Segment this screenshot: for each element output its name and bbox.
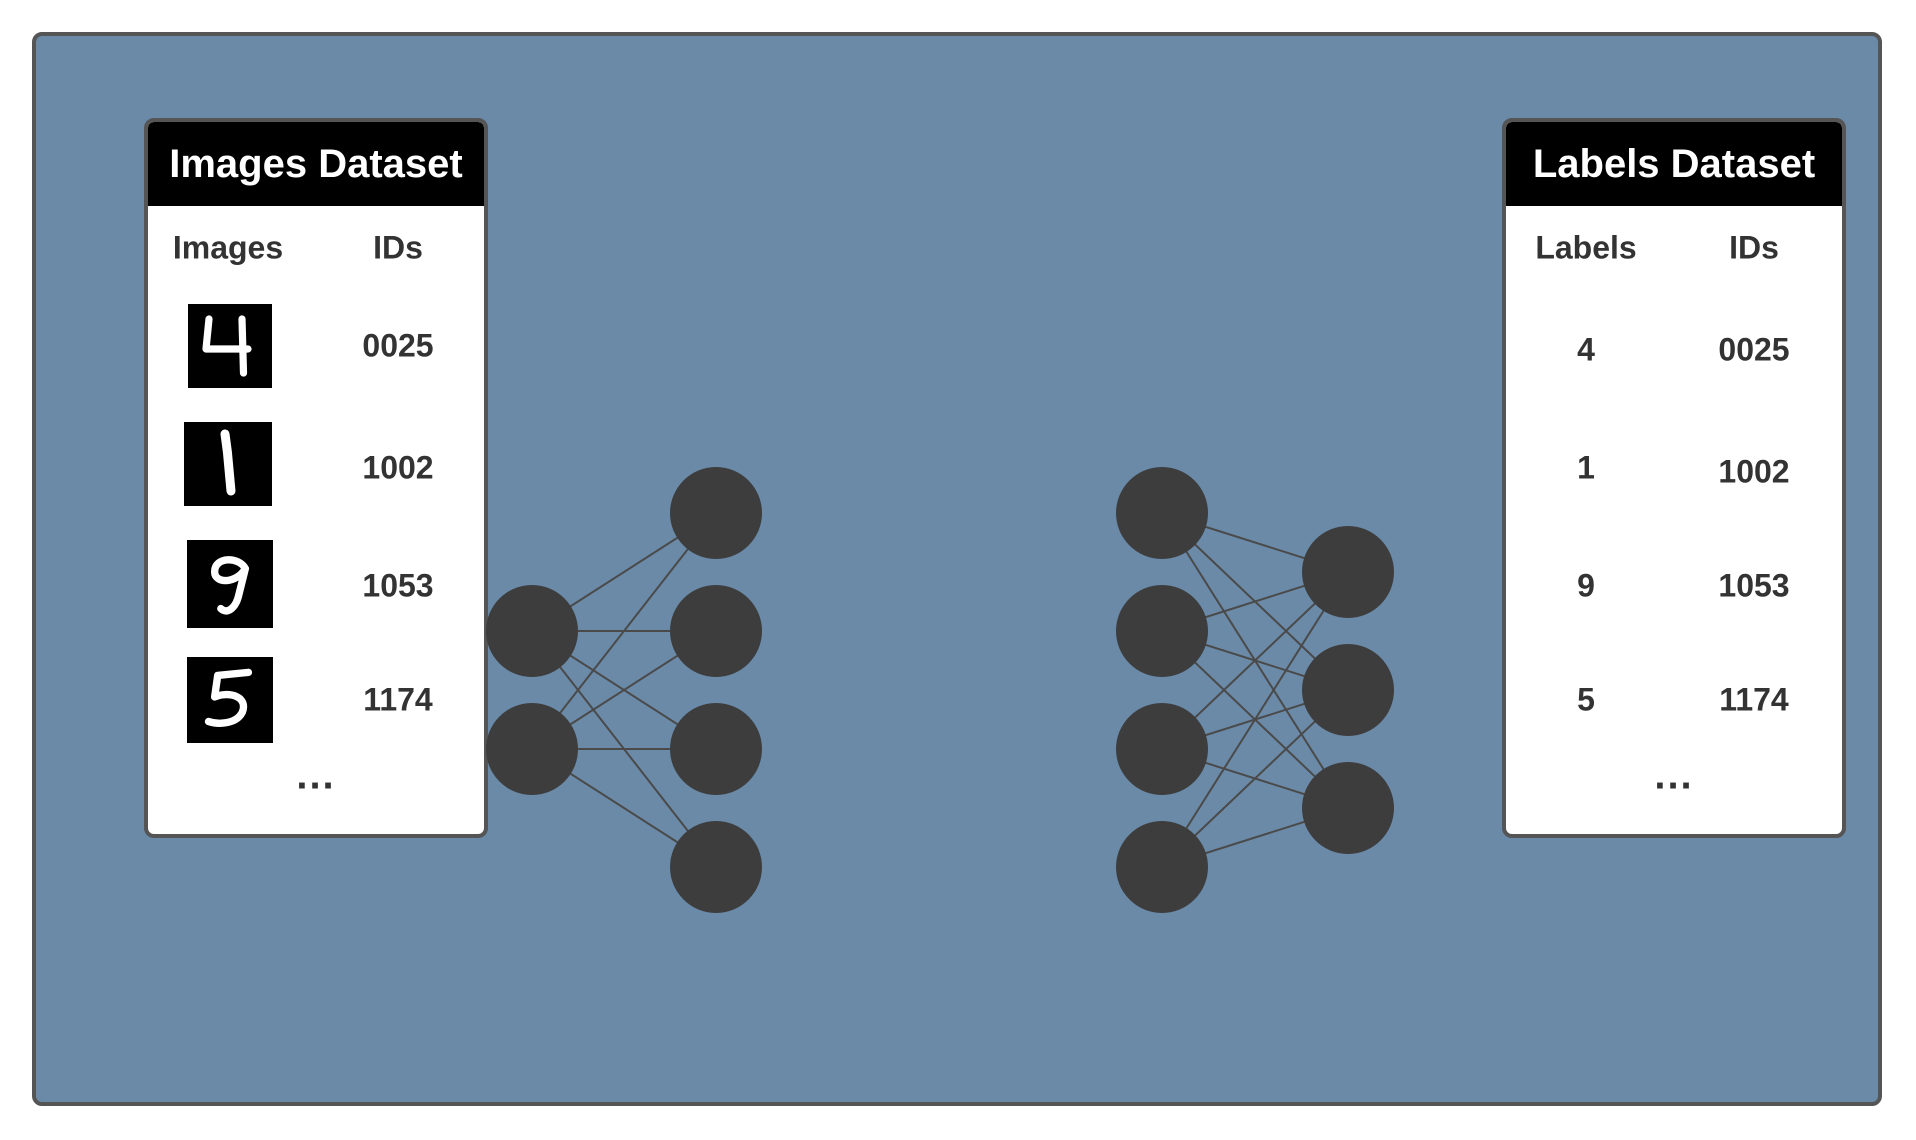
network-2-layer-1-node <box>1116 467 1208 559</box>
label-cell: 5 <box>1577 681 1595 718</box>
labels-dataset-panel: Labels Dataset Labels IDs 4 0025 1 1002 … <box>1502 118 1846 838</box>
diagram-canvas: Images Dataset Images IDs 0025 1002 1053 <box>32 32 1882 1106</box>
image-id-cell: 0025 <box>362 327 434 364</box>
digit-image-1 <box>184 422 272 506</box>
network-2-layer-2-node <box>1302 644 1394 736</box>
images-dataset-title: Images Dataset <box>148 122 484 206</box>
network-1-layer-2-node <box>670 703 762 795</box>
image-id-cell: 1174 <box>363 681 433 718</box>
network-1-layer-2-node <box>670 467 762 559</box>
network-1-layer-2-node <box>670 585 762 677</box>
labels-more-ellipsis: ... <box>1654 753 1694 798</box>
digit-image-9 <box>187 540 273 628</box>
images-dataset-panel: Images Dataset Images IDs 0025 1002 1053 <box>144 118 488 838</box>
network-1-connection <box>531 512 717 750</box>
network-2-connection <box>1161 571 1349 868</box>
label-cell: 4 <box>1577 331 1595 368</box>
label-id-cell: 0025 <box>1718 331 1790 368</box>
labels-column-header: Labels <box>1535 229 1637 266</box>
label-cell: 9 <box>1577 567 1595 604</box>
label-id-cell: 1053 <box>1718 567 1790 604</box>
network-1-layer-2-node <box>670 821 762 913</box>
image-ids-column-header: IDs <box>373 229 423 266</box>
network-2-layer-2-node <box>1302 762 1394 854</box>
digit-image-5 <box>187 657 273 743</box>
image-id-cell: 1053 <box>362 567 434 604</box>
label-id-cell: 1002 <box>1718 453 1790 490</box>
network-2-layer-1-node <box>1116 821 1208 913</box>
label-ids-column-header: IDs <box>1729 229 1779 266</box>
network-1-layer-1-node <box>486 585 578 677</box>
image-id-cell: 1002 <box>362 449 434 486</box>
network-1-layer-1-node <box>486 703 578 795</box>
network-2-layer-2-node <box>1302 526 1394 618</box>
neural-networks-illustration <box>486 467 1394 913</box>
images-column-header: Images <box>172 229 284 266</box>
label-id-cell: 1174 <box>1719 681 1789 718</box>
images-more-ellipsis: ... <box>296 753 336 798</box>
labels-dataset-title: Labels Dataset <box>1506 122 1842 206</box>
network-2-layer-1-node <box>1116 585 1208 677</box>
digit-image-4 <box>188 304 272 388</box>
network-2-layer-1-node <box>1116 703 1208 795</box>
label-cell: 1 <box>1577 449 1595 486</box>
